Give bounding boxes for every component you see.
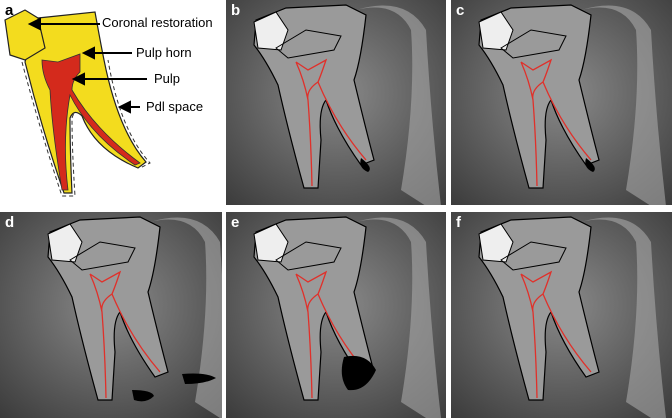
panel-label: e xyxy=(231,214,240,231)
crown-outline xyxy=(69,241,136,271)
label-pulp-horn: Pulp horn xyxy=(136,45,192,60)
tooth-group xyxy=(478,4,666,205)
label-pulp: Pulp xyxy=(154,71,181,86)
panel-b-radiograph: b xyxy=(226,0,446,205)
radiograph-image xyxy=(451,212,672,418)
pulp-canal-trace xyxy=(295,270,367,399)
crown-outline xyxy=(275,241,342,271)
periapical-lesion xyxy=(132,390,154,402)
panel-f-radiograph: f xyxy=(451,212,672,418)
radiograph-image xyxy=(226,0,446,205)
pulp-canal-trace xyxy=(520,58,592,187)
adjacent-tooth xyxy=(356,5,441,205)
tooth-group xyxy=(253,216,441,418)
panel-label: f xyxy=(456,214,461,231)
crown-outline xyxy=(275,29,342,59)
periapical-lesion xyxy=(182,373,216,384)
coronal-restoration xyxy=(253,11,289,51)
panel-label: c xyxy=(456,2,465,19)
radiograph-image xyxy=(226,212,446,418)
panel-a-diagram: a Coronal restoration Pulp horn Pulp Pdl… xyxy=(0,0,222,205)
periapical-lesion xyxy=(341,355,376,391)
tooth-group xyxy=(47,216,222,418)
label-coronal-restoration: Coronal restoration xyxy=(102,15,213,30)
radiograph-image xyxy=(451,0,672,205)
panel-label: a xyxy=(5,2,14,19)
pulp-canal-trace xyxy=(295,58,367,187)
panel-label: b xyxy=(231,2,241,19)
periapical-lesion xyxy=(360,158,370,172)
crown-outline xyxy=(500,29,567,59)
crown-outline xyxy=(500,241,567,271)
panel-e-radiograph: e xyxy=(226,212,446,418)
adjacent-tooth xyxy=(581,217,666,418)
adjacent-tooth xyxy=(356,217,441,418)
coronal-restoration xyxy=(478,223,514,263)
pulp-chamber xyxy=(41,53,141,191)
radiograph-image xyxy=(0,212,222,418)
pointer-arrows xyxy=(27,17,147,114)
panel-c-radiograph: c xyxy=(451,0,672,205)
periapical-lesion xyxy=(585,158,595,172)
tooth-group xyxy=(478,216,666,418)
coronal-restoration xyxy=(253,223,289,263)
tooth-group xyxy=(253,4,441,205)
panel-d-radiograph: d xyxy=(0,212,222,418)
coronal-restoration xyxy=(478,11,514,51)
adjacent-tooth xyxy=(150,217,222,418)
adjacent-tooth xyxy=(581,5,666,205)
coronal-restoration xyxy=(47,223,83,263)
panel-label: d xyxy=(5,214,15,231)
pulp-canal-trace xyxy=(520,270,592,399)
label-pdl-space: Pdl space xyxy=(146,99,204,114)
pulp-canal-trace xyxy=(89,270,161,399)
